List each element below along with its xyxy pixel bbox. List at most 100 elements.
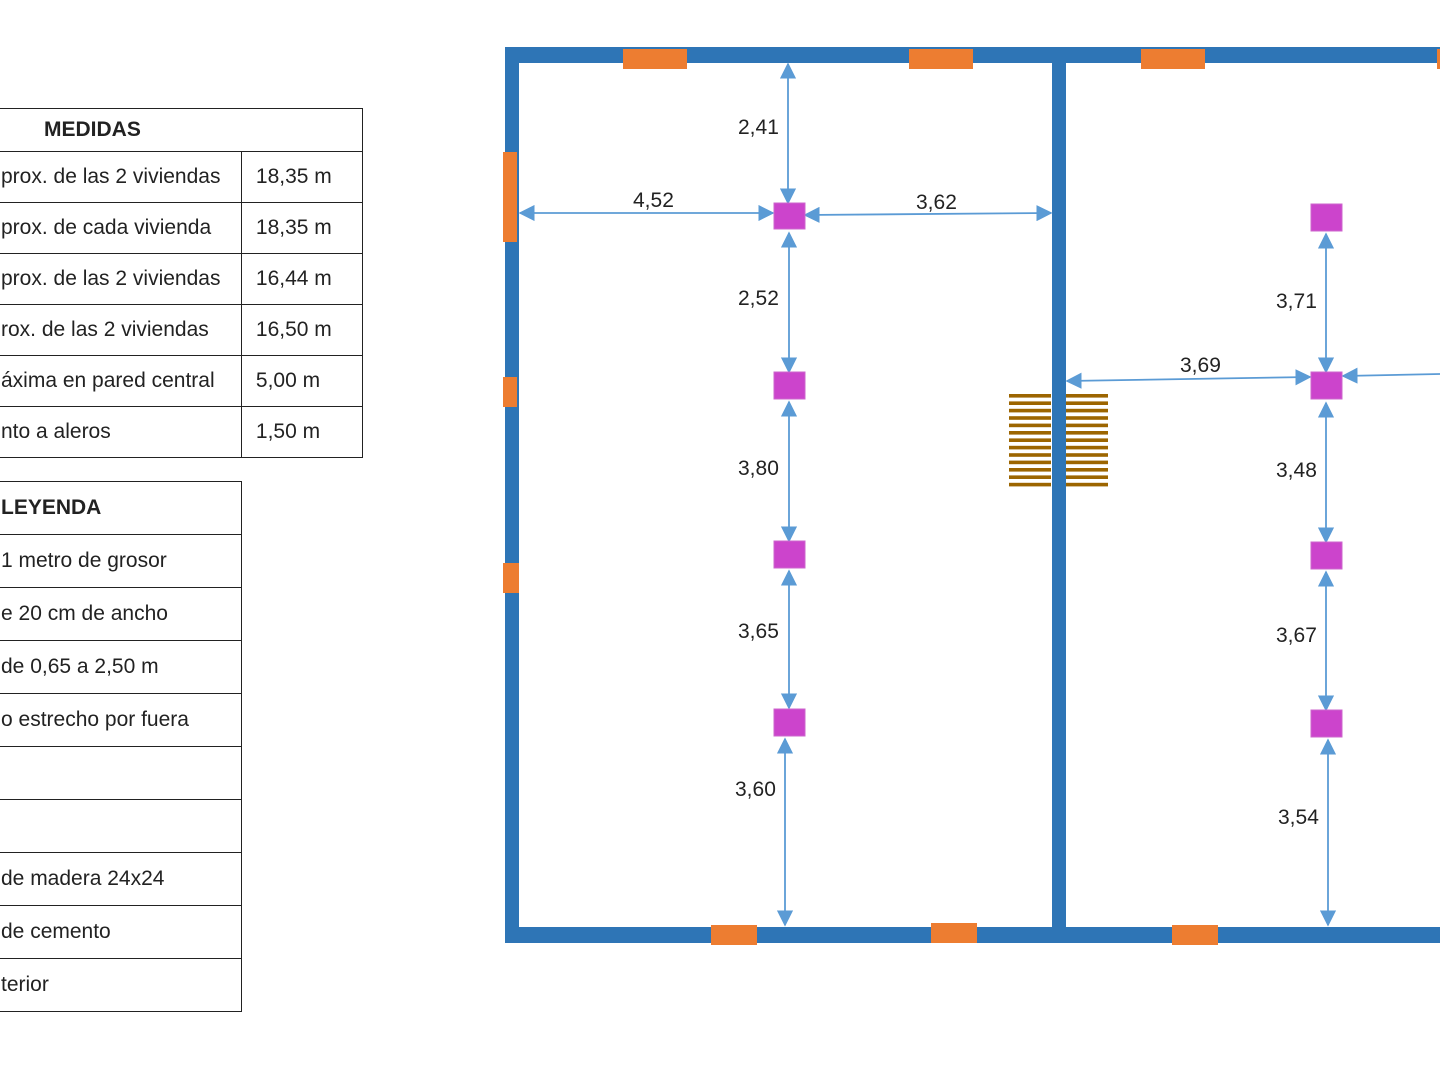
dimension-label: 2,52 xyxy=(738,287,779,310)
stair-tread xyxy=(1009,453,1051,457)
dimension-label: 3,48 xyxy=(1276,459,1317,482)
stair-tread xyxy=(1066,460,1108,465)
medidas-row: prox. de cada vivienda 18,35 m xyxy=(0,202,364,254)
center-wall xyxy=(1052,55,1066,935)
stairs-right xyxy=(1066,394,1108,487)
leyenda-row: de madera 24x24 xyxy=(0,852,242,906)
dimension-line xyxy=(803,205,1053,223)
windows xyxy=(503,49,1440,945)
medidas-table: MEDIDAS prox. de las 2 viviendas 18,35 m… xyxy=(0,108,364,458)
medidas-label: nto a aleros xyxy=(0,406,242,458)
medidas-label: prox. de las 2 viviendas xyxy=(0,253,242,305)
stair-tread xyxy=(1066,401,1108,405)
medidas-row: prox. de las 2 viviendas 18,35 m xyxy=(0,151,364,203)
stair-tread xyxy=(1066,438,1108,442)
window xyxy=(1437,49,1440,69)
medidas-value: 16,44 m xyxy=(240,253,364,305)
pillar xyxy=(1310,203,1343,232)
window xyxy=(711,925,757,945)
leyenda-item: o estrecho por fuera xyxy=(0,693,242,747)
stair-tread xyxy=(1009,408,1051,413)
dimension-label: 3,60 xyxy=(735,778,776,801)
window xyxy=(503,152,517,242)
stair-tread xyxy=(1009,482,1051,487)
dimension-lines xyxy=(518,62,1440,927)
stair-tread xyxy=(1066,431,1108,435)
stair-tread xyxy=(1066,482,1108,487)
medidas-header-row: MEDIDAS xyxy=(0,108,363,152)
dimension-label: 3,80 xyxy=(738,457,779,480)
dimension-label: 4,52 xyxy=(633,189,674,212)
dimension-label: 3,62 xyxy=(916,191,957,214)
dimension-line xyxy=(1341,367,1440,384)
dimension-label: 3,54 xyxy=(1278,806,1319,829)
leyenda-row xyxy=(0,746,242,800)
leyenda-row: e 20 cm de ancho xyxy=(0,587,242,641)
stair-tread xyxy=(1009,401,1051,405)
leyenda-item: e 20 cm de ancho xyxy=(0,587,242,641)
leyenda-item: 1 metro de grosor xyxy=(0,534,242,588)
window xyxy=(503,563,519,593)
stair-tread xyxy=(1009,468,1051,472)
dimension-line xyxy=(1065,369,1312,389)
stair-tread xyxy=(1066,423,1108,428)
stair-tread xyxy=(1066,445,1108,450)
window xyxy=(931,923,977,943)
stair-tread xyxy=(1009,423,1051,428)
leyenda-item: de madera 24x24 xyxy=(0,852,242,906)
stair-tread xyxy=(1066,475,1108,479)
stair-tread xyxy=(1009,394,1051,398)
medidas-row: áxima en pared central 5,00 m xyxy=(0,355,364,407)
dimension-label: 3,65 xyxy=(738,620,779,643)
stair-tread xyxy=(1066,468,1108,472)
pillar xyxy=(1310,709,1343,738)
dimension-labels: 2,41 4,52 3,62 2,52 3,80 3,65 3,60 3,71 … xyxy=(633,116,1319,829)
stair-tread xyxy=(1009,445,1051,450)
dimension-label: 3,67 xyxy=(1276,624,1317,647)
pillar xyxy=(773,540,806,569)
dimension-label: 3,71 xyxy=(1276,290,1317,313)
dimension-label: 3,69 xyxy=(1180,354,1221,377)
medidas-value: 16,50 m xyxy=(240,304,364,356)
medidas-value: 1,50 m xyxy=(240,406,364,458)
window xyxy=(1172,925,1218,945)
medidas-label: prox. de las 2 viviendas xyxy=(0,151,242,203)
stair-tread xyxy=(1009,431,1051,435)
pillars xyxy=(773,202,1343,738)
medidas-title: MEDIDAS xyxy=(0,108,363,152)
stair-tread xyxy=(1009,416,1051,420)
leyenda-row: de 0,65 a 2,50 m xyxy=(0,640,242,694)
window xyxy=(623,49,687,69)
pillar xyxy=(1310,371,1343,400)
medidas-label: prox. de cada vivienda xyxy=(0,202,242,254)
leyenda-row: 1 metro de grosor xyxy=(0,534,242,588)
leyenda-header-row: LEYENDA xyxy=(0,481,242,535)
stair-tread xyxy=(1066,416,1108,420)
pillar xyxy=(773,371,806,400)
leyenda-item: de 0,65 a 2,50 m xyxy=(0,640,242,694)
leyenda-item xyxy=(0,746,242,800)
stair-tread xyxy=(1066,408,1108,413)
window xyxy=(1141,49,1205,69)
stair-tread xyxy=(1009,475,1051,479)
leyenda-table: LEYENDA 1 metro de grosor e 20 cm de anc… xyxy=(0,481,242,1012)
stairs-left xyxy=(1009,394,1051,487)
pillar xyxy=(773,708,806,737)
medidas-row: nto a aleros 1,50 m xyxy=(0,406,364,458)
stair-tread xyxy=(1009,438,1051,442)
medidas-row: prox. de las 2 viviendas 16,44 m xyxy=(0,253,364,305)
leyenda-row: de cemento xyxy=(0,905,242,959)
leyenda-item: terior xyxy=(0,958,242,1012)
pillar xyxy=(773,202,806,230)
medidas-label: rox. de las 2 viviendas xyxy=(0,304,242,356)
medidas-value: 18,35 m xyxy=(240,202,364,254)
window xyxy=(909,49,973,69)
outer-wall-left xyxy=(505,47,519,943)
leyenda-row: terior xyxy=(0,958,242,1012)
leyenda-title: LEYENDA xyxy=(0,481,242,535)
leyenda-item: de cemento xyxy=(0,905,242,959)
stair-tread xyxy=(1009,460,1051,465)
dimension-label: 2,41 xyxy=(738,116,779,139)
pillar xyxy=(1310,541,1343,570)
window xyxy=(503,377,517,407)
